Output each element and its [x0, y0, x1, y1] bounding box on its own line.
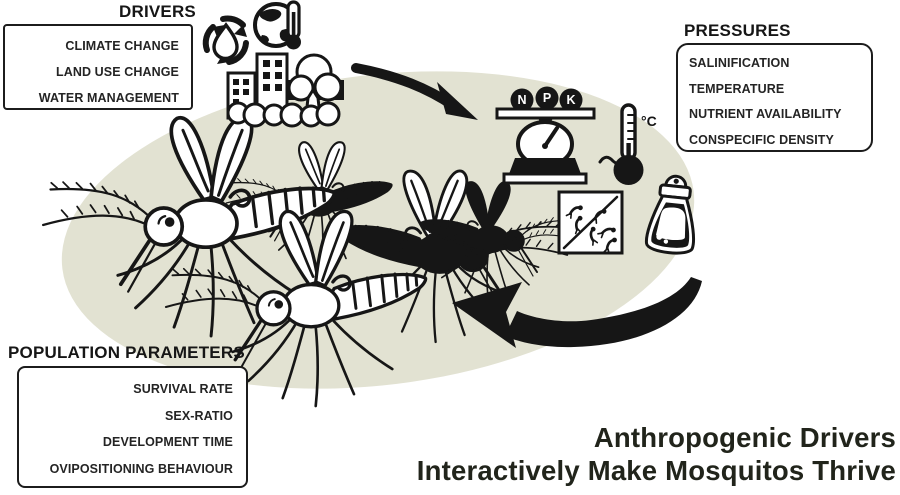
npk-scale-icon [495, 86, 596, 185]
pressures-item: CONSPECIFIC DENSITY [689, 132, 834, 147]
pressures-title: PRESSURES [684, 21, 791, 40]
drivers-panel: CLIMATE CHANGE LAND USE CHANGE WATER MAN… [3, 24, 193, 110]
salt-shaker-icon [644, 174, 696, 255]
npk-label-k: K [566, 93, 576, 107]
population-item: SEX-RATIO [164, 408, 233, 423]
caption-line-2: Interactively Make Mosquitos Thrive [416, 455, 896, 486]
population-item: DEVELOPMENT TIME [102, 435, 233, 449]
celsius-unit-label: °C [641, 113, 657, 129]
water-cycle-icon [202, 15, 249, 65]
city-land-use-icon [226, 52, 344, 128]
npk-label-n: N [517, 93, 527, 107]
population-parameters-title: POPULATION PARAMETERS [8, 343, 245, 362]
npk-label-p: P [542, 91, 552, 105]
temperature-thermometer-icon [598, 103, 644, 185]
pressures-item: TEMPERATURE [689, 81, 785, 96]
globe-thermometer-icon [253, 0, 301, 50]
drivers-to-pressures-arrow [351, 63, 478, 120]
pressures-item: NUTRIENT AVAILABILITY [689, 107, 842, 121]
population-item: SURVIVAL RATE [133, 382, 233, 396]
conspecific-density-icon [557, 190, 624, 255]
population-item: OVIPOSITIONING BEHAVIOUR [49, 461, 233, 476]
pressures-to-mosquitoes-arrow [452, 277, 702, 348]
figure-caption: Anthropogenic Drivers Interactively Make… [336, 421, 896, 487]
drivers-item: LAND USE CHANGE [55, 65, 179, 79]
pressures-panel: SALINIFICATION TEMPERATURE NUTRIENT AVAI… [676, 43, 873, 152]
population-parameters-panel: SURVIVAL RATE SEX-RATIO DEVELOPMENT TIME… [17, 366, 248, 488]
drivers-item: CLIMATE CHANGE [65, 39, 179, 53]
pressures-item: SALINIFICATION [689, 56, 790, 70]
drivers-item: WATER MANAGEMENT [38, 91, 179, 105]
drivers-title: DRIVERS [119, 2, 196, 21]
caption-line-1: Anthropogenic Drivers [593, 422, 896, 453]
